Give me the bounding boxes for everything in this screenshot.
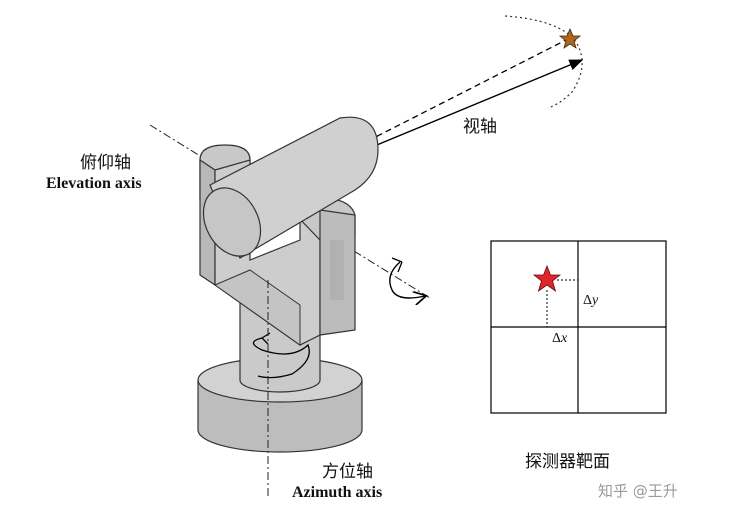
watermark: 知乎 @王升 — [598, 482, 678, 500]
elevation-axis-label-en: Elevation axis — [46, 175, 142, 192]
star-trajectory-arc — [504, 15, 583, 109]
star-icon — [558, 27, 582, 49]
sight-axis-arrow — [359, 59, 584, 153]
curved-arrow-icon — [389, 261, 425, 298]
curved-arrow-icon — [252, 337, 310, 379]
sight-axis-label: 视轴 — [463, 117, 497, 137]
azimuth-axis-label-en: Azimuth axis — [292, 484, 383, 501]
telescope-tube — [202, 116, 379, 259]
detector-plane-label: 探测器靶面 — [525, 452, 610, 472]
detector-plane — [490, 240, 667, 414]
elevation-axis-label-cn: 俯仰轴 — [80, 153, 131, 173]
star-icon — [532, 264, 562, 292]
sight-axis-dashed-line — [349, 39, 567, 151]
delta-y-label: Δy — [583, 293, 599, 308]
delta-x-label: Δx — [552, 331, 568, 346]
azimuth-axis-label-cn: 方位轴 — [322, 462, 373, 482]
